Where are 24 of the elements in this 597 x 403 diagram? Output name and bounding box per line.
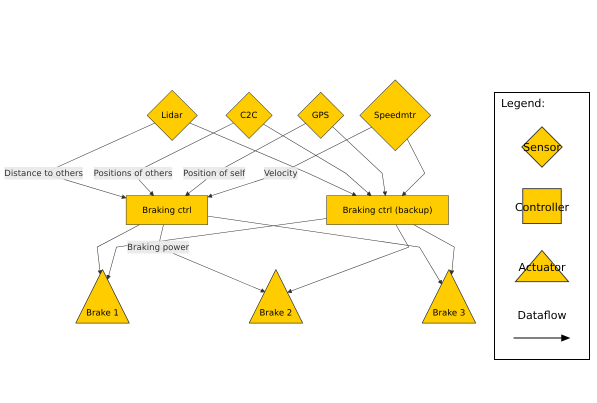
legend-text: Dataflow: [516, 309, 568, 322]
arrow: [332, 126, 388, 196]
arrow: [189, 122, 357, 196]
arrow: [413, 224, 455, 275]
edge-label: Distance to others: [4, 168, 83, 178]
arrow: [185, 123, 306, 196]
legend-text: Sensor: [522, 141, 562, 154]
arrow: [263, 124, 372, 196]
legend-title: Legend:: [501, 97, 546, 110]
edge-label: Velocity: [264, 168, 298, 178]
node-diamond: GPS: [297, 92, 344, 139]
arrow: [208, 127, 372, 198]
node-box: Braking ctrl (backup): [326, 195, 449, 225]
edge-label: Positions of others: [94, 168, 172, 178]
edge-label: Position of self: [183, 168, 246, 178]
arrow: [402, 138, 426, 196]
node-diamond: Lidar: [146, 90, 198, 141]
node-diamond: Speedmtr: [359, 80, 432, 152]
arrow: [96, 224, 140, 275]
edge-label: Braking power: [127, 242, 190, 252]
node-diamond: C2C: [226, 92, 273, 139]
arrow: [207, 216, 442, 285]
node-box: Braking ctrl: [126, 195, 208, 225]
arrow: [287, 224, 410, 294]
